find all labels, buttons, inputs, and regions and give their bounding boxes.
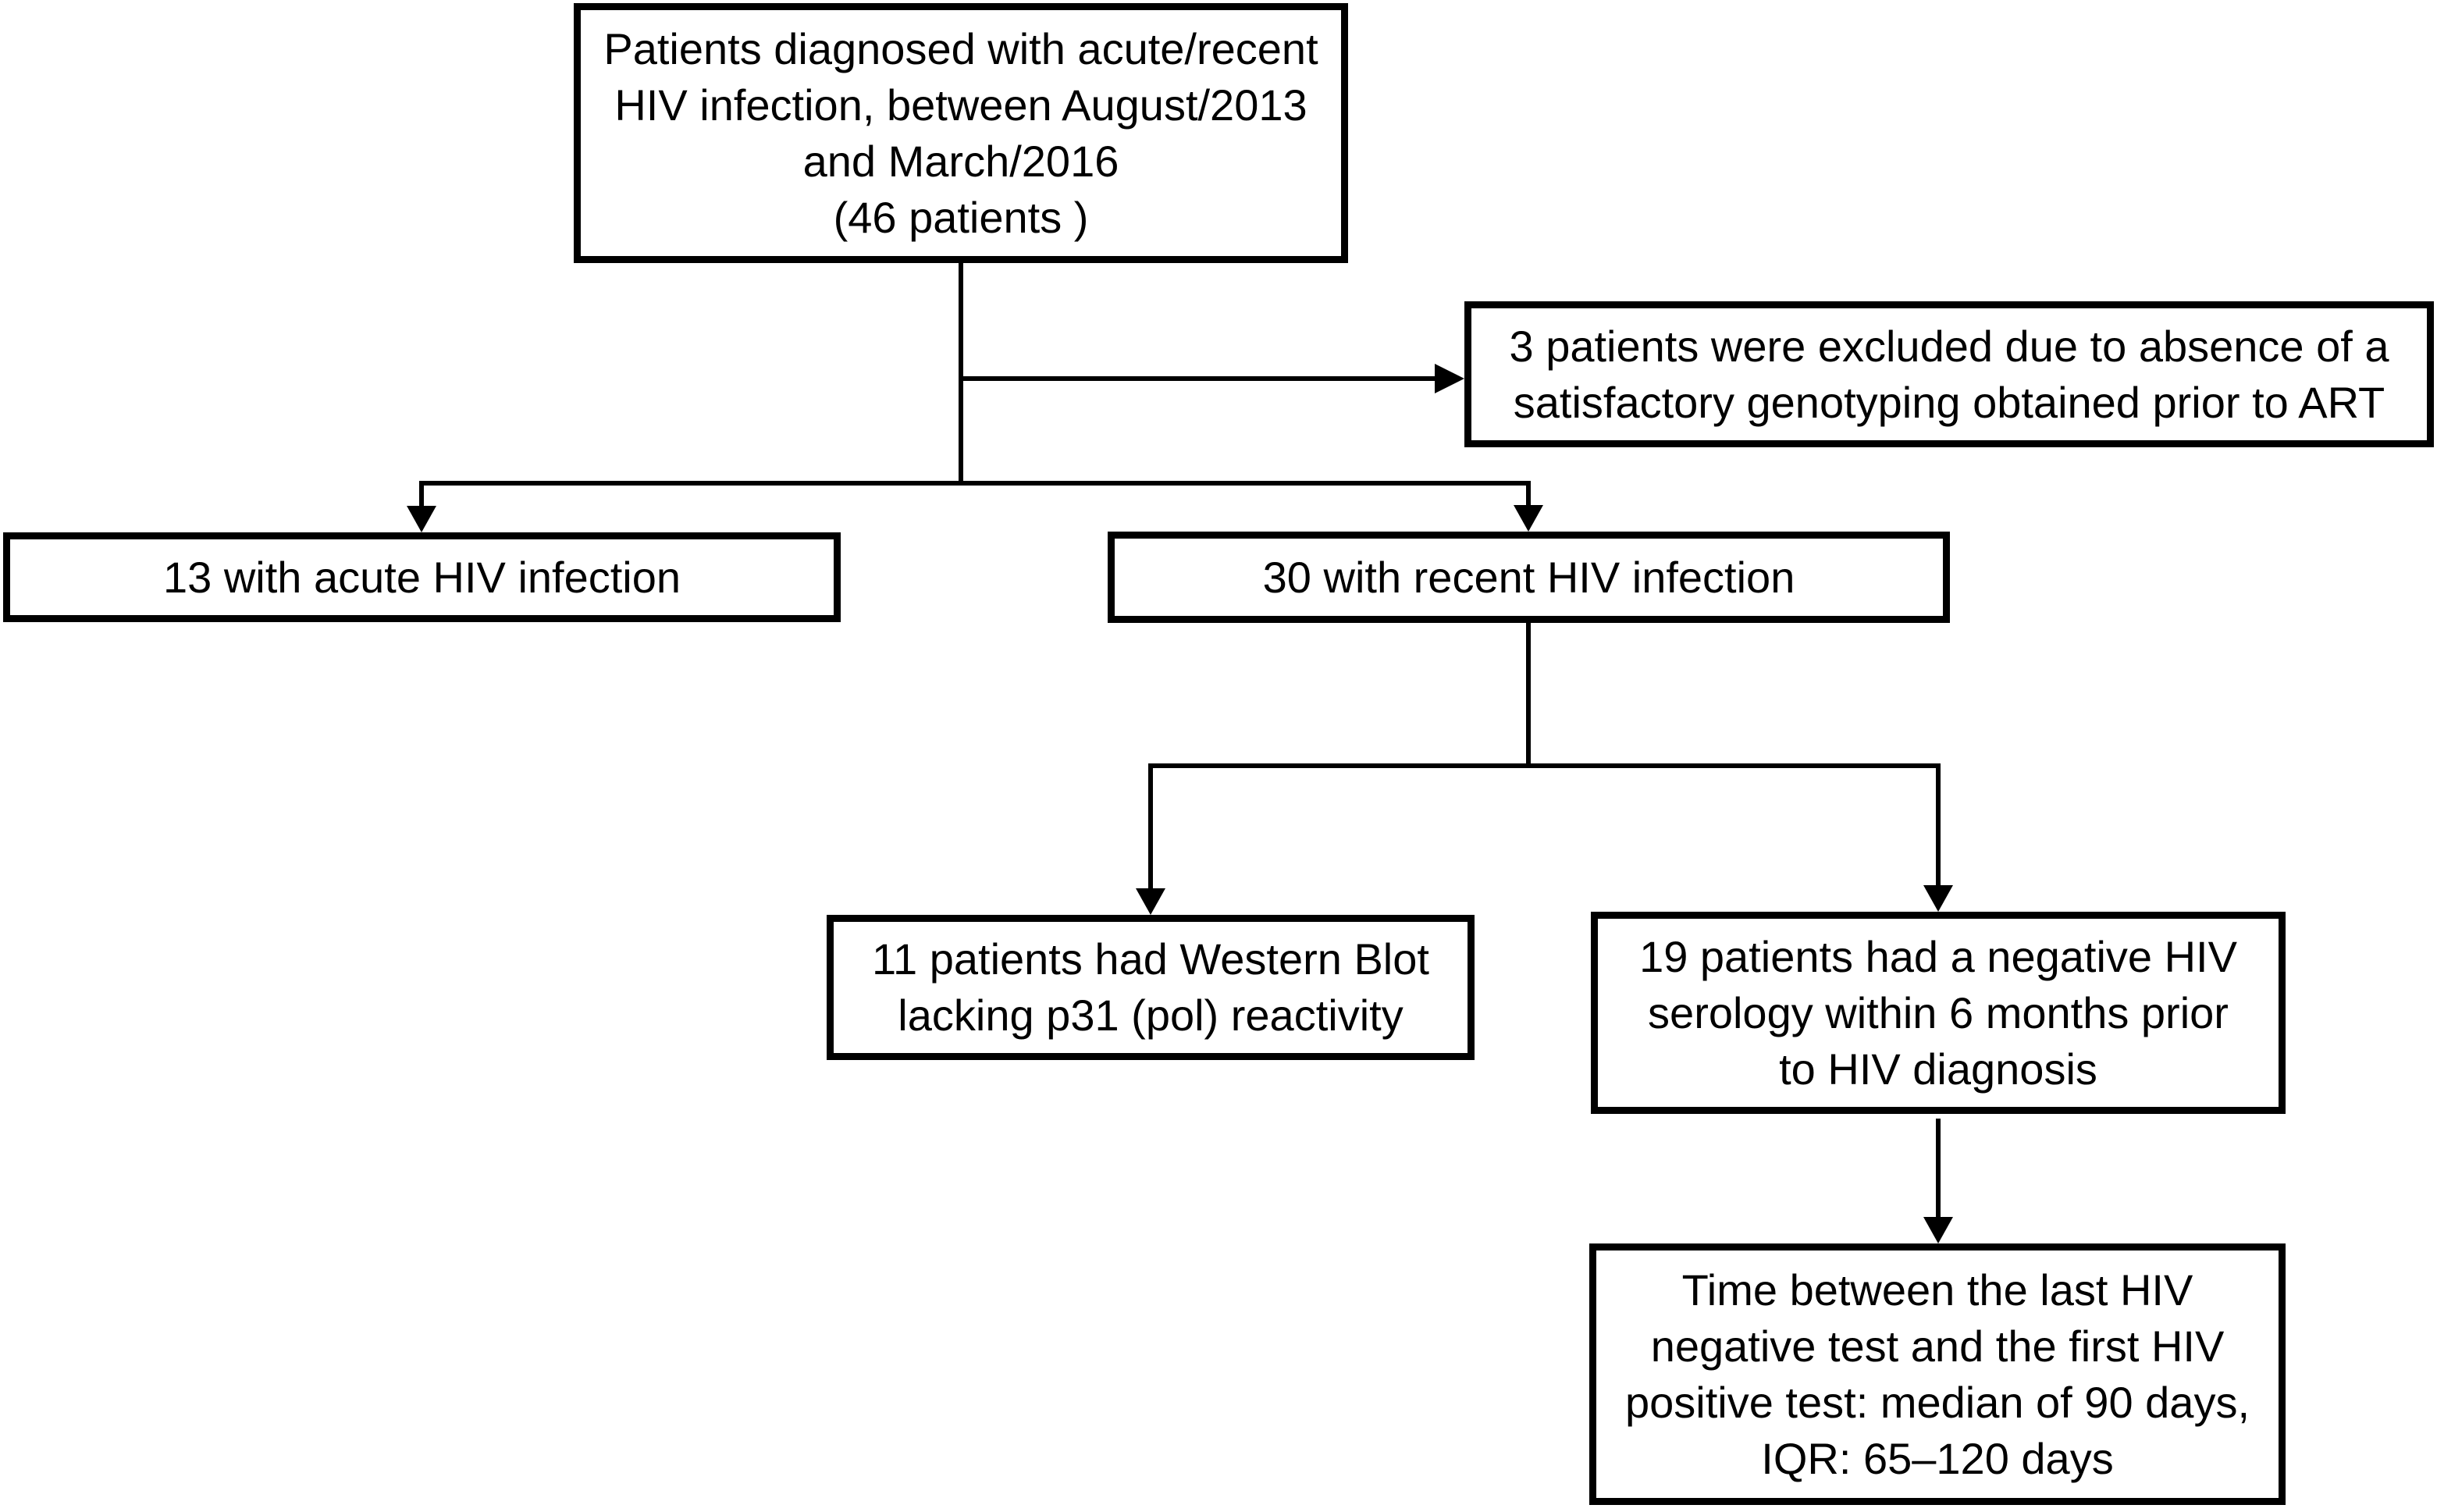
node-excluded-patients: 3 patients were excluded due to absence … [1464,301,2434,447]
arrow-right-icon [1435,364,1464,393]
branch-1-left-stub-line [419,481,424,506]
arrow-down-icon [1514,505,1543,532]
node-recent-infection: 30 with recent HIV infection [1108,532,1950,623]
branch-2-horizontal-line [1148,763,1941,768]
node-time-between-tests: Time between the last HIV negative test … [1589,1243,2286,1505]
arrow-down-icon [1923,885,1953,912]
branch-1-horizontal-line [419,481,1531,486]
branch-2-left-stub-line [1148,763,1153,888]
connector-source-to-branch-line [959,263,963,483]
connector-serology-to-time-line [1936,1119,1941,1217]
branch-1-right-stub-line [1526,481,1531,505]
connector-recent-to-branch-line [1526,623,1531,766]
node-negative-serology: 19 patients had a negative HIV serology … [1591,912,2286,1114]
arrow-down-icon [1136,888,1165,915]
connector-to-excluded-line [959,376,1435,381]
arrow-down-icon [1923,1217,1953,1243]
node-western-blot: 11 patients had Western Blot lacking p31… [827,915,1475,1060]
node-source-population: Patients diagnosed with acute/recent HIV… [574,3,1348,263]
arrow-down-icon [407,506,436,532]
node-acute-infection: 13 with acute HIV infection [3,532,841,622]
branch-2-right-stub-line [1936,763,1941,885]
